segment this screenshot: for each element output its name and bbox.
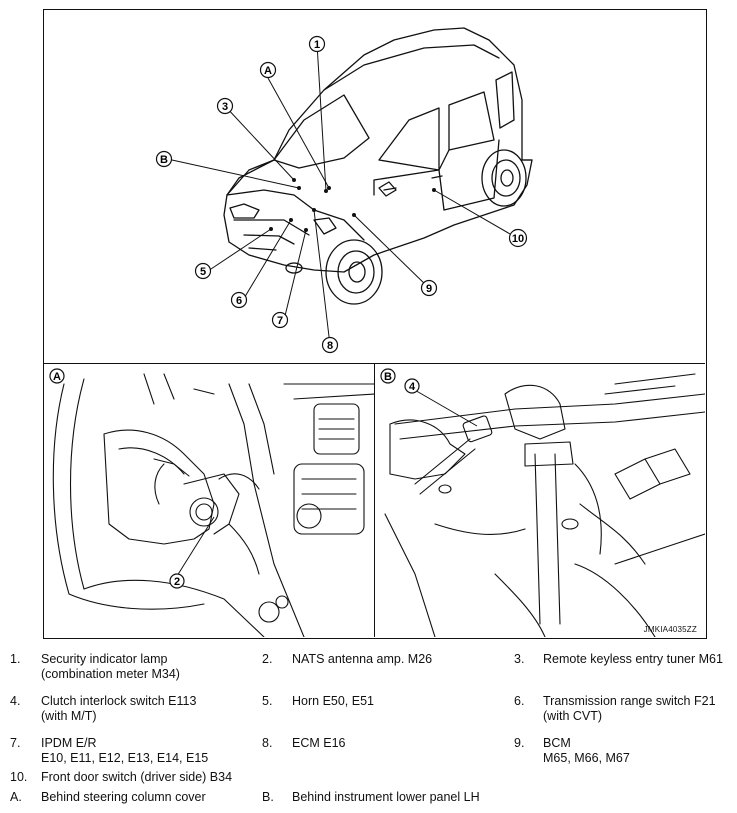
lower-panel-drawing: 4 B: [380, 368, 705, 637]
legend-text: Security indicator lamp(combination mete…: [41, 652, 180, 681]
callout-a: A: [259, 61, 277, 79]
svg-text:4: 4: [409, 381, 416, 393]
svg-text:2: 2: [174, 576, 180, 588]
detail-panel-a: 2 A: [44, 364, 375, 637]
svg-text:8: 8: [327, 340, 333, 352]
legend-num: 1.: [10, 652, 21, 666]
overview-callouts: 1 A 3 B 5 6 7 8 9 10: [155, 35, 528, 354]
legend-num: 4.: [10, 694, 21, 708]
svg-text:A: A: [53, 371, 61, 383]
steering-column-drawing: 2 A: [49, 368, 374, 637]
svg-text:1: 1: [314, 39, 320, 51]
detail-panel-b: 4 B JMKIA4035ZZ: [375, 364, 705, 637]
image-id: JMKIA4035ZZ: [643, 625, 697, 634]
legend-num: 3.: [514, 652, 525, 666]
svg-text:A: A: [264, 65, 272, 77]
svg-text:10: 10: [512, 233, 524, 245]
component-figure: 1 A 3 B 5 6 7 8 9 10: [43, 9, 707, 639]
legend-text: Behind instrument lower panel LH: [292, 790, 480, 804]
callout-5: 5: [194, 262, 212, 280]
svg-text:B: B: [384, 371, 392, 383]
callout-3: 3: [216, 97, 234, 115]
legend-num: 2.: [262, 652, 273, 666]
svg-text:7: 7: [277, 315, 283, 327]
panel-a-callout-2: 2: [169, 573, 185, 589]
callout-9: 9: [420, 279, 438, 297]
svg-text:5: 5: [200, 266, 206, 278]
legend-num: 10.: [10, 770, 28, 784]
legend-num: 9.: [514, 736, 525, 750]
legend-text: Horn E50, E51: [292, 694, 374, 708]
panel-b-label: B: [380, 368, 396, 384]
callout-7: 7: [271, 311, 289, 329]
panel-a-label: A: [49, 368, 65, 384]
legend-text: Behind steering column cover: [41, 790, 206, 804]
legend-text: Clutch interlock switch E113(with M/T): [41, 694, 197, 723]
svg-text:3: 3: [222, 101, 228, 113]
legend-text: ECM E16: [292, 736, 346, 750]
legend-text: Front door switch (driver side) B34: [41, 770, 233, 784]
callout-8: 8: [321, 336, 339, 354]
legend-num: 7.: [10, 736, 21, 750]
legend-num: 6.: [514, 694, 525, 708]
legend-num: B.: [262, 790, 274, 804]
panel-b-callout-4: 4: [404, 378, 420, 394]
callout-10: 10: [508, 228, 528, 248]
svg-text:9: 9: [426, 283, 432, 295]
vehicle-drawing: 1 A 3 B 5 6 7 8 9 10: [155, 27, 533, 354]
legend-text: Remote keyless entry tuner M61: [543, 652, 723, 666]
legend-text: NATS antenna amp. M26: [292, 652, 433, 666]
vehicle-overview-panel: 1 A 3 B 5 6 7 8 9 10: [44, 10, 705, 364]
svg-text:B: B: [160, 154, 168, 166]
svg-text:6: 6: [236, 295, 242, 307]
callout-6: 6: [230, 291, 248, 309]
legend-text: Transmission range switch F21(with CVT): [543, 694, 716, 723]
legend-num: A.: [10, 790, 22, 804]
legend-num: 5.: [262, 694, 273, 708]
callout-1: 1: [308, 35, 326, 53]
callout-b: B: [155, 150, 173, 168]
legend-num: 8.: [262, 736, 273, 750]
